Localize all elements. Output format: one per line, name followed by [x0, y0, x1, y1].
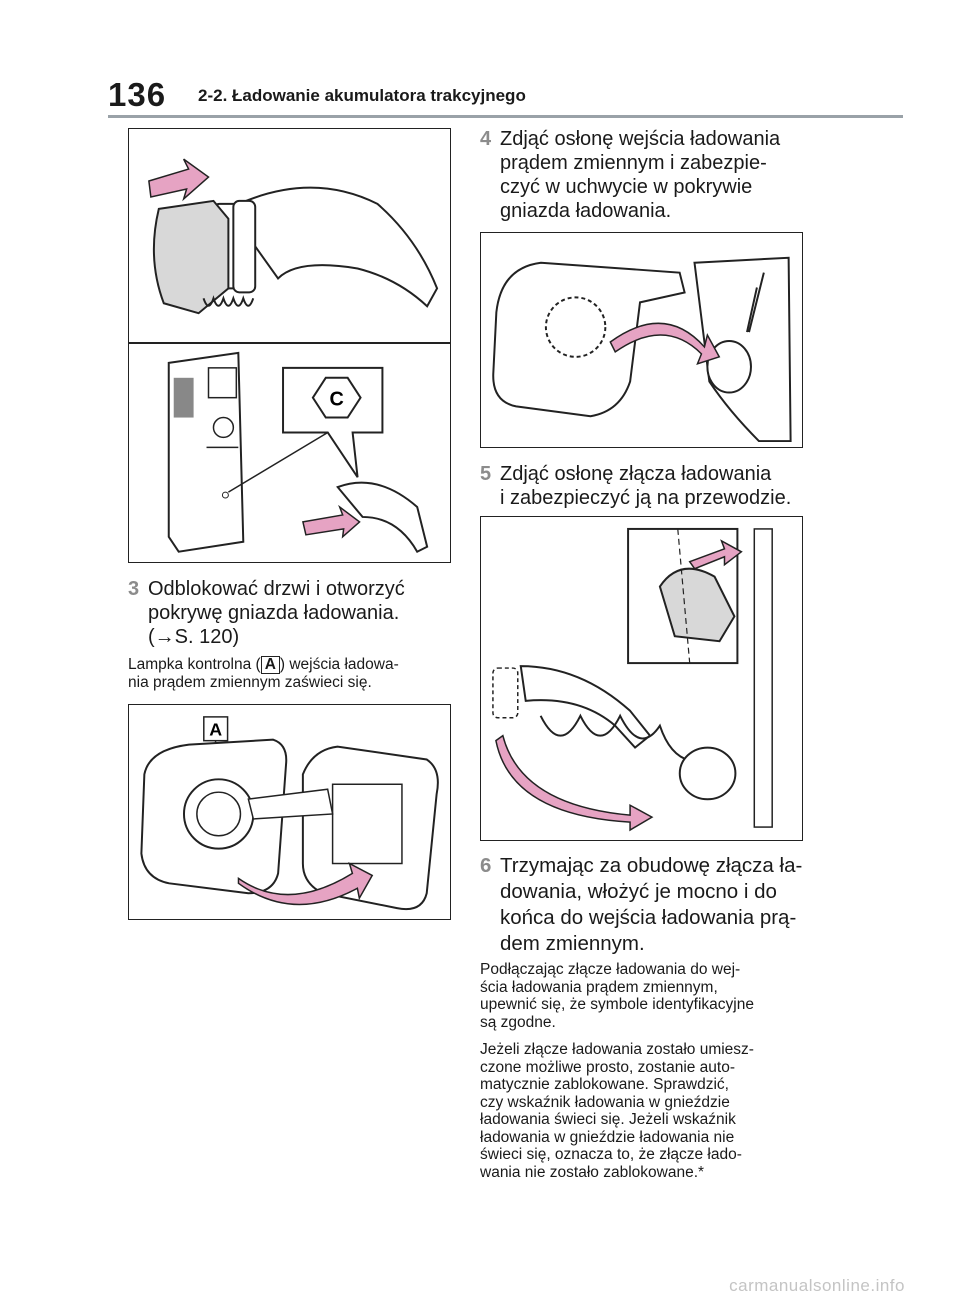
note-suffix: ) wejścia ładowa-: [279, 656, 399, 673]
section-title: 2-2. Ładowanie akumulatora trakcyjnego: [198, 86, 526, 105]
note-line-2: nia prądem zmiennym zaświeci się.: [128, 674, 372, 691]
move-cap-arrow: [609, 322, 721, 365]
note-2-line-8: wania nie zostało zablokowane.*: [480, 1163, 705, 1181]
step-6-note-2: Jeżeli złącze ładowania zostało umiesz- …: [480, 1041, 820, 1181]
inlet-cap-illustration: [492, 256, 792, 443]
connector-cap: [152, 199, 230, 315]
label-c-hexagon: [311, 376, 362, 419]
step-6: 6 Trzymając za obudowę złącza ła- dowania…: [480, 853, 830, 957]
footer-watermark: carmanualsonline.info: [729, 1276, 905, 1295]
connector-handle: [519, 665, 652, 749]
connector-station-illustration: C: [129, 158, 450, 554]
step-6-line-3: końca do wejścia ładowania prą-: [500, 906, 797, 929]
figure-connector-and-station: C: [128, 128, 451, 563]
figure-lid-open: A: [128, 704, 451, 920]
note-2-line-7: świeci się, oznacza to, że złącze łado-: [480, 1146, 742, 1163]
note-1-line-4: są zgodne.: [480, 1013, 556, 1031]
note-2-line-5: ładowania świeci się. Jeżeli wskaźnik: [480, 1111, 736, 1128]
label-c: C: [330, 389, 344, 411]
header-divider: [108, 115, 903, 118]
stored-cap: [678, 746, 737, 801]
detail-cap: [658, 567, 736, 643]
cap-strap: [202, 295, 255, 307]
step-3-line-3: (→S. 120): [148, 626, 240, 648]
page-number: 136: [108, 76, 167, 113]
note-1-line-3: upewnić się, że symbole identyfikacyjne: [480, 996, 754, 1013]
cap-route-arrow: [495, 734, 654, 832]
step-5-line-1: Zdjąć osłonę złącza ładowania: [500, 463, 772, 485]
step-6-line-4: dem zmiennym.: [500, 932, 645, 955]
dashed-connector-head: [492, 667, 519, 719]
note-2-line-1: Jeżeli złącze ładowania zostało umiesz-: [480, 1041, 754, 1058]
step-4-line-2: prądem zmiennym i zabezpie-: [500, 152, 767, 174]
cable: [539, 713, 690, 762]
note-2-line-2: czone możliwe prosto, zostanie auto-: [480, 1058, 736, 1076]
detail-arrow: [688, 539, 743, 570]
step-6-note-1: Podłączając złącze ładowania do wej- ści…: [480, 961, 820, 1031]
lid-open-illustration: A: [140, 716, 439, 911]
cable-cap-illustration: [492, 527, 773, 832]
step-3-line-2: pokrywę gniazda ładowania.: [148, 602, 400, 624]
note-2-line-6: ładowania w gnieździe ładowania nie: [480, 1128, 735, 1146]
open-lid-arrow: [237, 862, 374, 906]
note-2-line-3: matycznie zablokowane. Sprawdzić,: [480, 1076, 729, 1093]
step-4-line-4: gniazda ładowania.: [500, 200, 672, 222]
figure-inlet-cap-removal: [480, 232, 803, 448]
note-1-line-1: Podłączając złącze ładowania do wej-: [480, 961, 741, 978]
step-4-line-3: czyć w uchwycie w pokrywie: [500, 176, 753, 198]
step-3-number: 3: [128, 578, 140, 600]
connector-plug: [336, 481, 429, 554]
insert-arrow: [302, 504, 361, 539]
label-a: A: [209, 720, 222, 740]
step-3-line-1: Odblokować drzwi i otworzyć: [148, 578, 405, 600]
step-4-number: 4: [480, 128, 492, 150]
step-3: 3 Odblokować drzwi i otworzyć pokrywę gni…: [128, 577, 458, 649]
note-prefix: Lampka kontrolna (: [128, 656, 261, 673]
remove-cap-arrow: [148, 158, 210, 202]
inlet-dashed: [544, 296, 607, 358]
step-6-line-1: Trzymając za obudowę złącza ła-: [500, 854, 803, 877]
note-1-line-2: ścia ładowania prądem zmiennym,: [480, 978, 718, 996]
note-label-a: A: [260, 656, 280, 674]
step-5-line-2: i zabezpieczyć ją na przewodzie.: [500, 487, 792, 509]
step-6-number: 6: [480, 854, 492, 877]
step-3-note: Lampka kontrolna (A) wejścia ładowa- nia…: [128, 656, 458, 692]
step-4: 4 Zdjąć osłonę wejścia ładowania prądem z…: [480, 127, 830, 223]
figure-connector-cap-on-cable: [480, 516, 803, 841]
step-6-line-2: dowania, włożyć je mocno i do: [500, 880, 777, 903]
step-4-line-1: Zdjąć osłonę wejścia ładowania: [500, 128, 781, 150]
connector-body: [226, 186, 439, 308]
step-5-number: 5: [480, 463, 492, 485]
note-2-line-4: czy wskaźnik ładowania w gnieździe: [480, 1093, 730, 1111]
step-5: 5 Zdjąć osłonę złącza ładowania i zabezpi…: [480, 462, 830, 510]
